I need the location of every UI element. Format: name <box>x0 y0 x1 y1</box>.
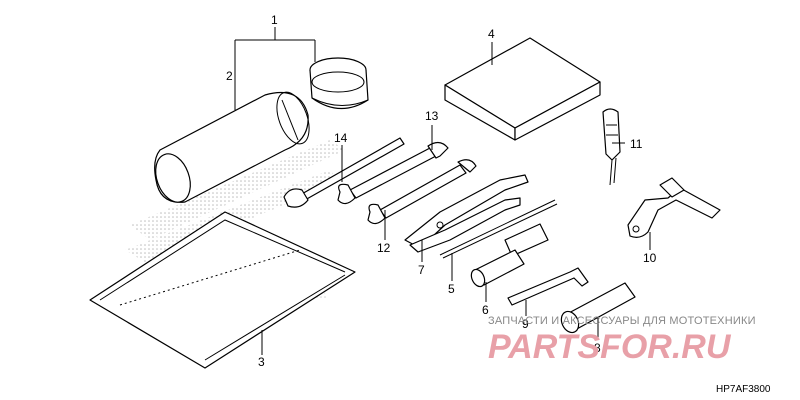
tool-case-cap <box>309 57 369 110</box>
tool-case-cylinder <box>154 91 310 203</box>
callout-9: 9 <box>522 317 529 331</box>
callout-1: 1 <box>271 13 278 27</box>
callout-7: 7 <box>418 263 425 277</box>
hex-key <box>507 267 589 306</box>
tool-bag <box>89 211 356 369</box>
callout-numbers: 1 2 3 4 5 6 7 8 9 10 11 12 13 14 <box>226 13 657 369</box>
box-spanner <box>470 249 525 288</box>
callout-3: 3 <box>258 355 265 369</box>
callout-2: 2 <box>226 69 233 83</box>
callout-14: 14 <box>334 131 348 145</box>
screwdriver <box>602 108 621 186</box>
plug-wrench <box>560 282 636 334</box>
drawing-code: HP7AF3800 <box>716 384 771 395</box>
callout-11: 11 <box>630 137 643 151</box>
watermark: ЗАПЧАСТИ И АКСЕССУАРЫ ДЛЯ МОТОТЕХНИКИ PA… <box>488 315 756 366</box>
watermark-caption: ЗАПЧАСТИ И АКСЕССУАРЫ ДЛЯ МОТОТЕХНИКИ <box>488 315 756 327</box>
manual-book <box>444 37 601 141</box>
wrench-12 <box>367 159 477 225</box>
watermark-logo: PARTSFOR.RU <box>488 328 732 366</box>
leader-lines <box>234 27 651 355</box>
pliers <box>404 174 529 253</box>
callout-4: 4 <box>488 27 495 41</box>
callout-12: 12 <box>377 241 391 255</box>
callout-6: 6 <box>482 303 489 317</box>
callout-10: 10 <box>643 251 657 265</box>
callout-13: 13 <box>425 109 439 123</box>
callout-5: 5 <box>448 282 455 296</box>
pin-spanner <box>627 177 721 238</box>
wrench-13 <box>337 141 449 205</box>
wrench-14 <box>283 137 405 208</box>
screwdriver-handle <box>439 199 558 259</box>
callout-8: 8 <box>594 341 601 355</box>
